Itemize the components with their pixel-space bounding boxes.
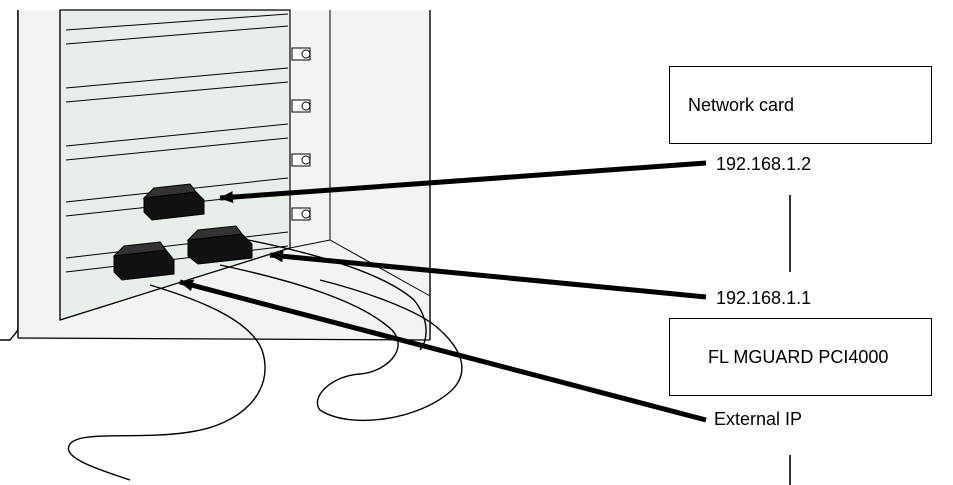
rj45-connector-icon [142, 183, 205, 221]
arrow-ip-2 [219, 160, 707, 204]
arrow-external [179, 279, 707, 423]
slot-screws [291, 47, 311, 221]
pointer-arrows [179, 160, 707, 423]
network-card-box: Network card [669, 66, 932, 144]
mguard-box: FL MGUARD PCI4000 [669, 318, 932, 396]
rj45-connector-icon [186, 225, 253, 265]
screw-icon [291, 153, 311, 167]
ip-address-mguard-internal: 192.168.1.1 [716, 288, 812, 309]
screw-icon [291, 47, 311, 61]
mguard-label: FL MGUARD PCI4000 [708, 346, 889, 367]
ip-address-network-card: 192.168.1.2 [716, 154, 812, 175]
screw-icon [291, 207, 311, 221]
network-card-label: Network card [688, 94, 795, 115]
rj45-connector-icon [112, 241, 175, 281]
arrow-ip-1 [269, 250, 707, 300]
screw-icon [291, 99, 311, 113]
external-ip-label: External IP [714, 409, 803, 430]
network-cables [67, 237, 463, 481]
